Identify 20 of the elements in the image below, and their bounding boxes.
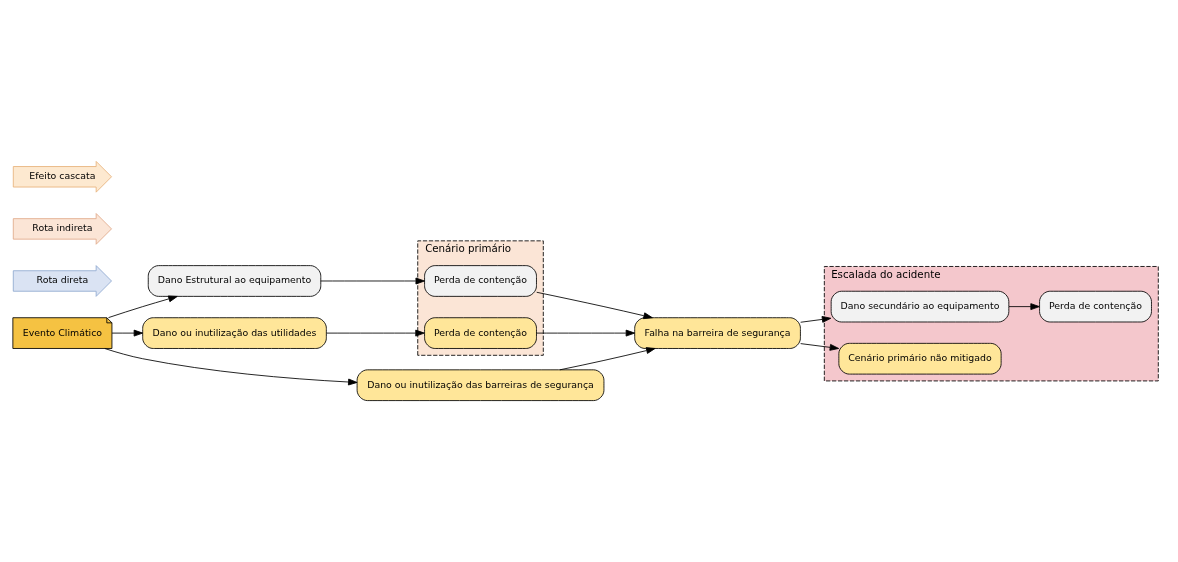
node-box: Cenário primário não mitigado <box>838 342 1002 375</box>
arrow <box>536 329 636 337</box>
arrow <box>536 291 653 320</box>
arrow <box>108 295 178 319</box>
arrow <box>326 329 425 337</box>
arrow <box>320 277 425 285</box>
arrow <box>111 329 144 337</box>
arrow <box>104 348 358 386</box>
node-box: Perda de contenção <box>1039 290 1152 323</box>
node-box: Dano ou inutilização das utilidades <box>142 317 327 349</box>
arrow <box>559 347 656 371</box>
node-box: Dano ou inutilização das barreiras de segurança <box>356 369 605 401</box>
node-box: Dano Estrutural ao equipamento <box>147 265 322 297</box>
node-box: Falha na barreira de segurança <box>634 317 801 349</box>
node-box: Perda de contenção <box>424 265 537 297</box>
arrow <box>800 316 832 323</box>
arrow <box>1008 303 1040 311</box>
node-box: Dano secundário ao equipamento <box>830 290 1010 323</box>
node-box: Perda de contenção <box>424 317 537 349</box>
arrow <box>800 343 840 351</box>
